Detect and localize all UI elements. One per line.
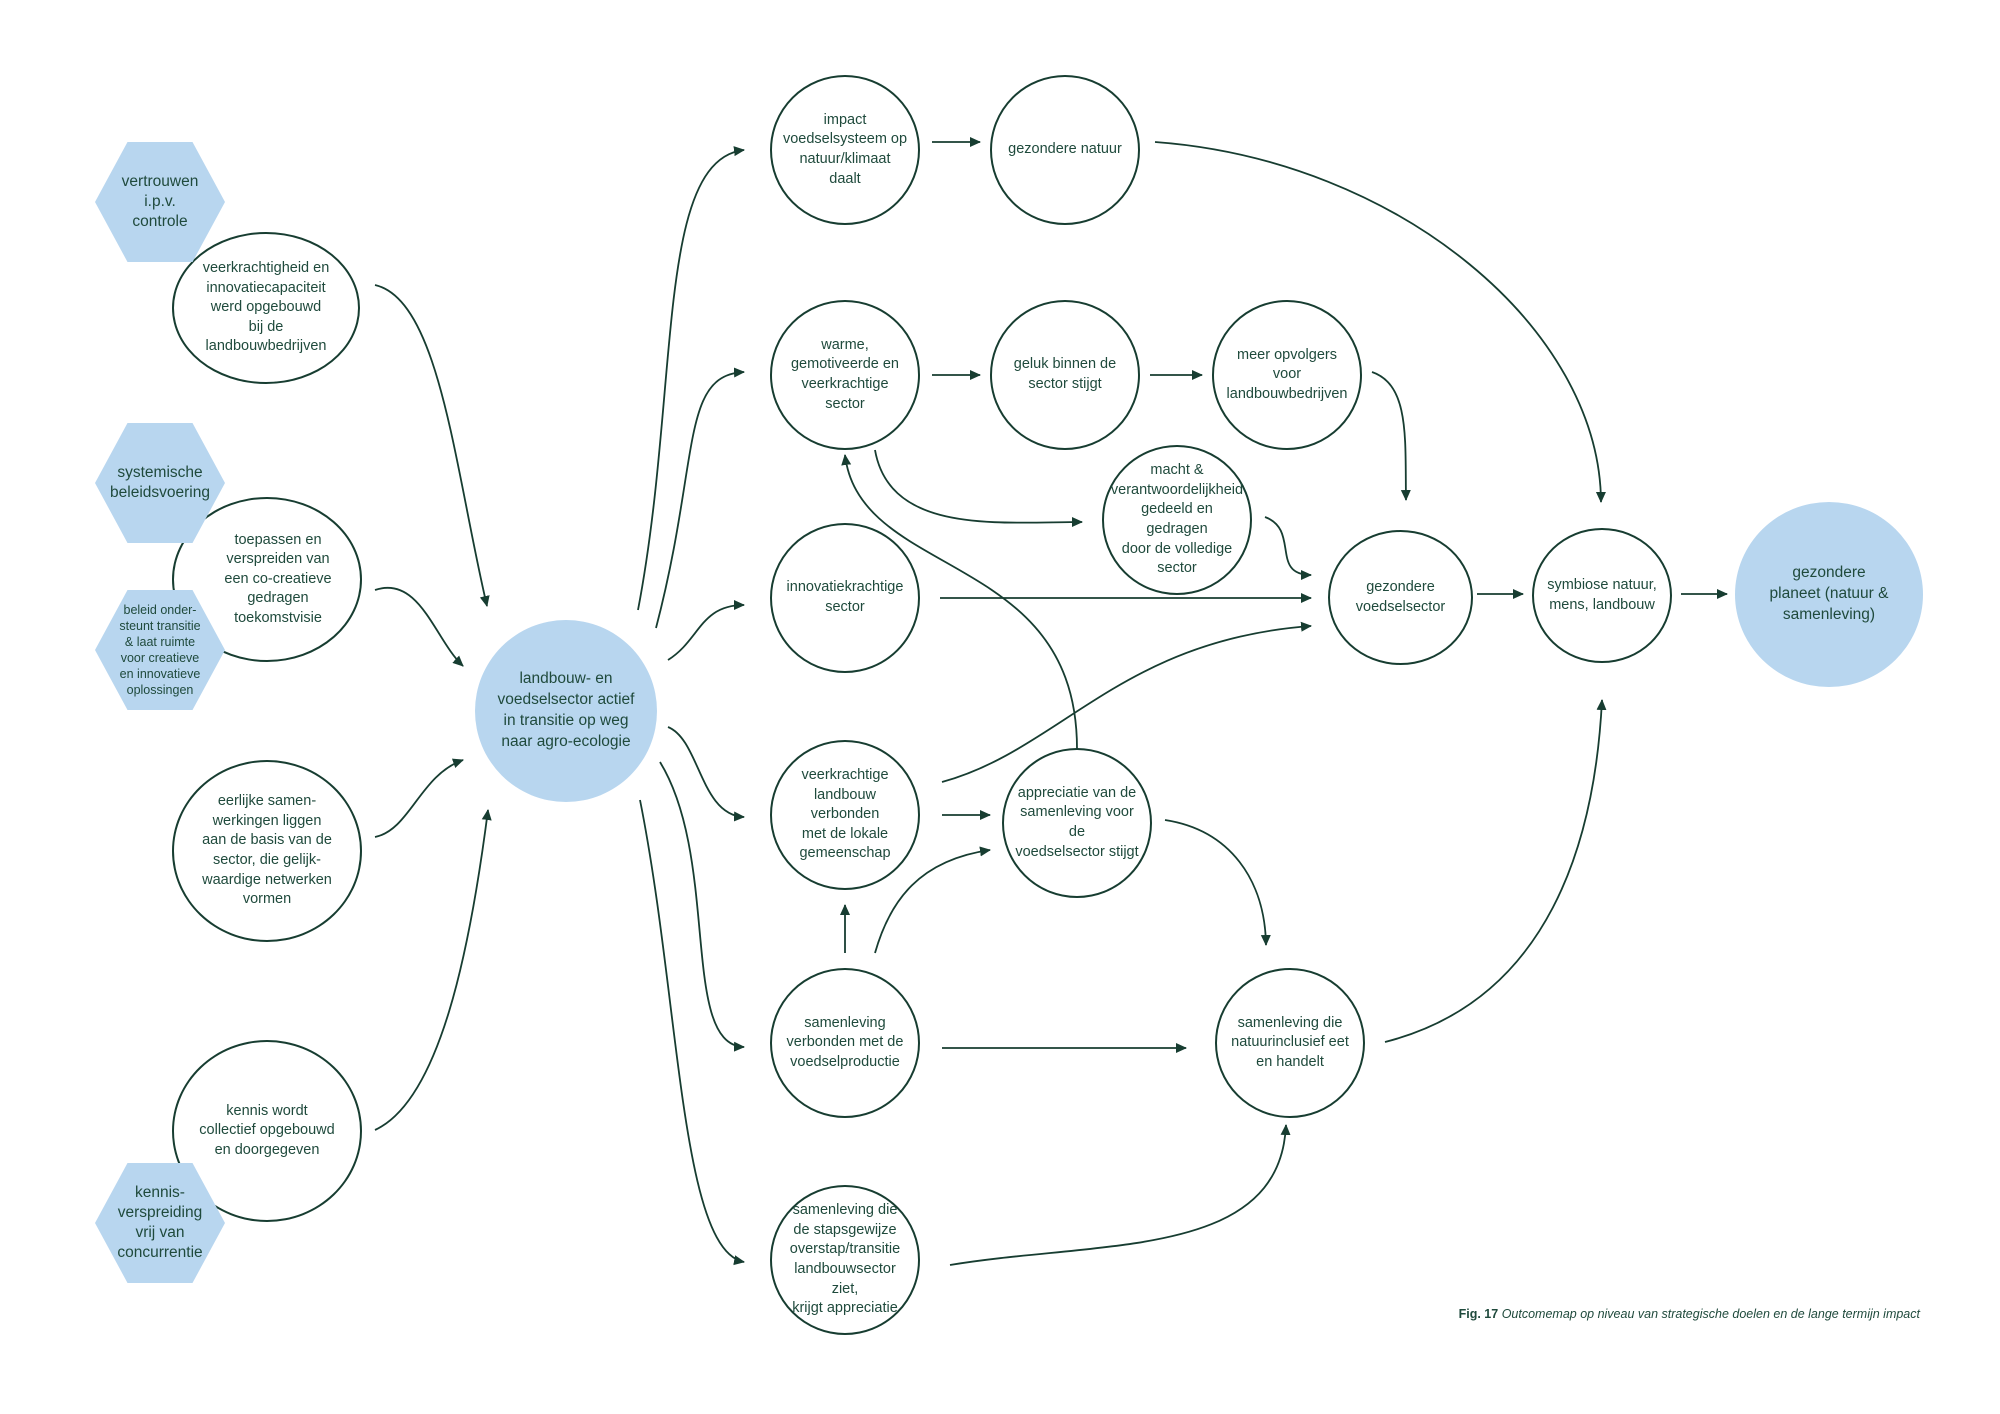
node-samenleving-stapsgewijze: samenleving die de stapsgewijze overstap… bbox=[770, 1185, 920, 1335]
edge-innovatiekrachtige-gezondere-voedselsector bbox=[1264, 516, 1312, 580]
node-label: vertrouwen i.p.v. controle bbox=[121, 172, 199, 231]
node-gezondere-natuur: gezondere natuur bbox=[990, 75, 1140, 225]
node-veerkrachtige-landbouw: veerkrachtige landbouw verbonden met de … bbox=[770, 740, 920, 890]
node-label: impact voedselsysteem op natuur/klimaat … bbox=[782, 111, 908, 187]
edge-samenleving-natuurinclusief-symbiose bbox=[1384, 699, 1607, 1043]
node-label: systemische beleidsvoering bbox=[110, 463, 210, 501]
node-label: samenleving die de stapsgewijze overstap… bbox=[789, 1202, 901, 1317]
node-label: landbouw- en voedselsector actief in tra… bbox=[497, 670, 635, 750]
edge-appreciatie-samenleving-natuurinclusief bbox=[1164, 819, 1271, 946]
edge-appreciatie-warme bbox=[841, 454, 1078, 751]
node-opvolgers: meer opvolgers voor landbouwbedrijven bbox=[1212, 300, 1362, 450]
edge-samenleving-stapsgewijze-samenleving-natuurinclusief bbox=[949, 1124, 1291, 1266]
node-label: samenleving verbonden met de voedselprod… bbox=[786, 1014, 904, 1070]
node-geluk: geluk binnen de sector stijgt bbox=[990, 300, 1140, 450]
node-label: symbiose natuur, mens, landbouw bbox=[1547, 576, 1657, 613]
node-warme: warme, gemotiveerde en veerkrachtige sec… bbox=[770, 300, 920, 450]
node-eerlijke: eerlijke samen- werkingen liggen aan de … bbox=[172, 760, 362, 942]
node-label: kennis wordt collectief opgebouwd en doo… bbox=[199, 1102, 335, 1158]
edge-landbouw-voedsel-samenleving-verbonden bbox=[659, 761, 745, 1052]
node-label: beleid onder- steunt transitie & laat ru… bbox=[119, 603, 201, 697]
edge-landbouw-voedsel-veerkrachtige-landbouw bbox=[667, 726, 745, 822]
edge-landbouw-voedsel-samenleving-stapsgewijze bbox=[639, 799, 745, 1266]
node-gezondere-planeet: gezondere planeet (natuur & samenleving) bbox=[1735, 502, 1923, 687]
edge-kennis-wordt-landbouw-voedsel bbox=[374, 809, 492, 1131]
node-samenleving-verbonden: samenleving verbonden met de voedselprod… bbox=[770, 968, 920, 1118]
caption-text: Outcomemap op niveau van strategische do… bbox=[1501, 1307, 1920, 1321]
edge-gezondere-natuur-symbiose bbox=[1154, 141, 1606, 503]
edge-opvolgers-gezondere-voedselsector bbox=[1371, 371, 1411, 501]
node-label: meer opvolgers voor landbouwbedrijven bbox=[1226, 346, 1348, 402]
node-label: gezondere voedselsector bbox=[1355, 578, 1446, 615]
edge-warme-innovatiekrachtige bbox=[874, 449, 1083, 528]
node-label: samenleving die natuurinclusief eet en h… bbox=[1231, 1014, 1349, 1070]
node-appreciatie: appreciatie van de samenleving voor de v… bbox=[1002, 748, 1152, 898]
node-gezondere-voedselsector: gezondere voedselsector bbox=[1328, 530, 1473, 665]
node-label: geluk binnen de sector stijgt bbox=[1013, 356, 1117, 392]
node-veerkracht-innovatie: veerkrachtigheid en innovatiecapaciteit … bbox=[172, 232, 360, 384]
figure-caption: Fig. 17 Outcomemap op niveau van strateg… bbox=[1459, 1307, 1920, 1321]
node-samenleving-natuurinclusief: samenleving die natuurinclusief eet en h… bbox=[1215, 968, 1365, 1118]
node-label: appreciatie van de samenleving voor de v… bbox=[1015, 784, 1139, 860]
node-label: warme, gemotiveerde en veerkrachtige sec… bbox=[790, 336, 899, 412]
edge-samenleving-verbonden-appreciatie bbox=[874, 846, 991, 954]
node-label: gezondere natuur bbox=[1008, 141, 1122, 158]
node-label: macht & verantwoordelijkheid gedeeld en … bbox=[1110, 462, 1244, 577]
node-label: eerlijke samen- werkingen liggen aan de … bbox=[202, 793, 332, 908]
caption-fig: Fig. 17 bbox=[1458, 1307, 1499, 1321]
node-innovatiekrachtige: macht & verantwoordelijkheid gedeeld en … bbox=[1102, 445, 1252, 595]
node-label: gezondere planeet (natuur & samenleving) bbox=[1769, 564, 1889, 623]
edge-eerlijke-landbouw-voedsel bbox=[374, 758, 464, 838]
edge-veerkracht-innovatie-landbouw-voedsel bbox=[374, 284, 490, 607]
edge-landbouw-voedsel-warme bbox=[655, 367, 745, 629]
node-label: veerkrachtige landbouw verbonden met de … bbox=[799, 767, 891, 862]
edge-veerkrachtige-landbouw-gezondere-voedselsector bbox=[941, 621, 1312, 783]
node-label: kennis- verspreiding vrij van concurrent… bbox=[117, 1183, 203, 1262]
edge-toepassen-landbouw-voedsel bbox=[374, 587, 464, 667]
edge-landbouw-voedsel-macht bbox=[667, 600, 745, 661]
node-label: innovatiekrachtige sector bbox=[786, 579, 904, 615]
node-label: toepassen en verspreiden van een co-crea… bbox=[224, 531, 332, 626]
node-label: veerkrachtigheid en innovatiecapaciteit … bbox=[202, 260, 330, 355]
edge-landbouw-voedsel-impact bbox=[637, 146, 745, 611]
node-symbiose: symbiose natuur, mens, landbouw bbox=[1532, 528, 1672, 663]
node-impact: impact voedselsysteem op natuur/klimaat … bbox=[770, 75, 920, 225]
node-macht: innovatiekrachtige sector bbox=[770, 523, 920, 673]
node-landbouw-voedsel: landbouw- en voedselsector actief in tra… bbox=[475, 620, 657, 802]
